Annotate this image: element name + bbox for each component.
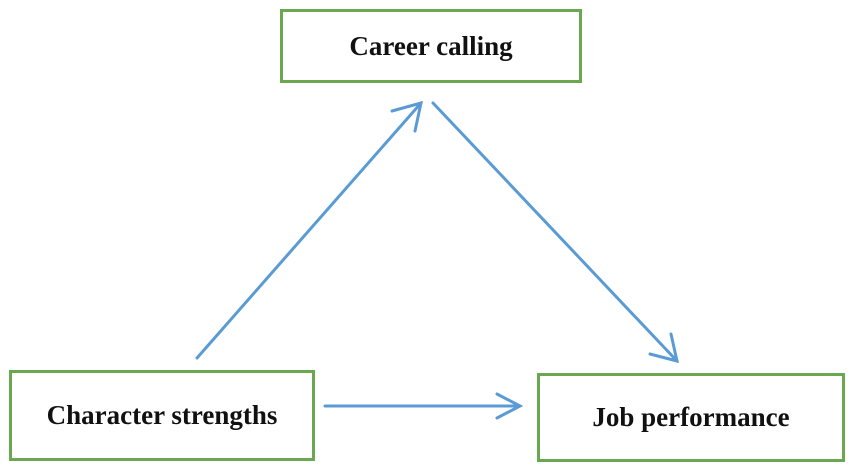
job-performance-label: Job performance: [592, 402, 790, 432]
career-calling-box: Career calling: [280, 9, 582, 83]
job-performance-box: Job performance: [537, 373, 845, 462]
arrow-career-to-job: [431, 101, 679, 364]
career-calling-label: Career calling: [349, 30, 513, 61]
character-strengths-box: Character strengths: [9, 370, 315, 461]
arrow-character-to-career: [195, 100, 423, 360]
character-strengths-label: Character strengths: [46, 400, 278, 430]
arrow-character-to-job: [323, 392, 524, 420]
